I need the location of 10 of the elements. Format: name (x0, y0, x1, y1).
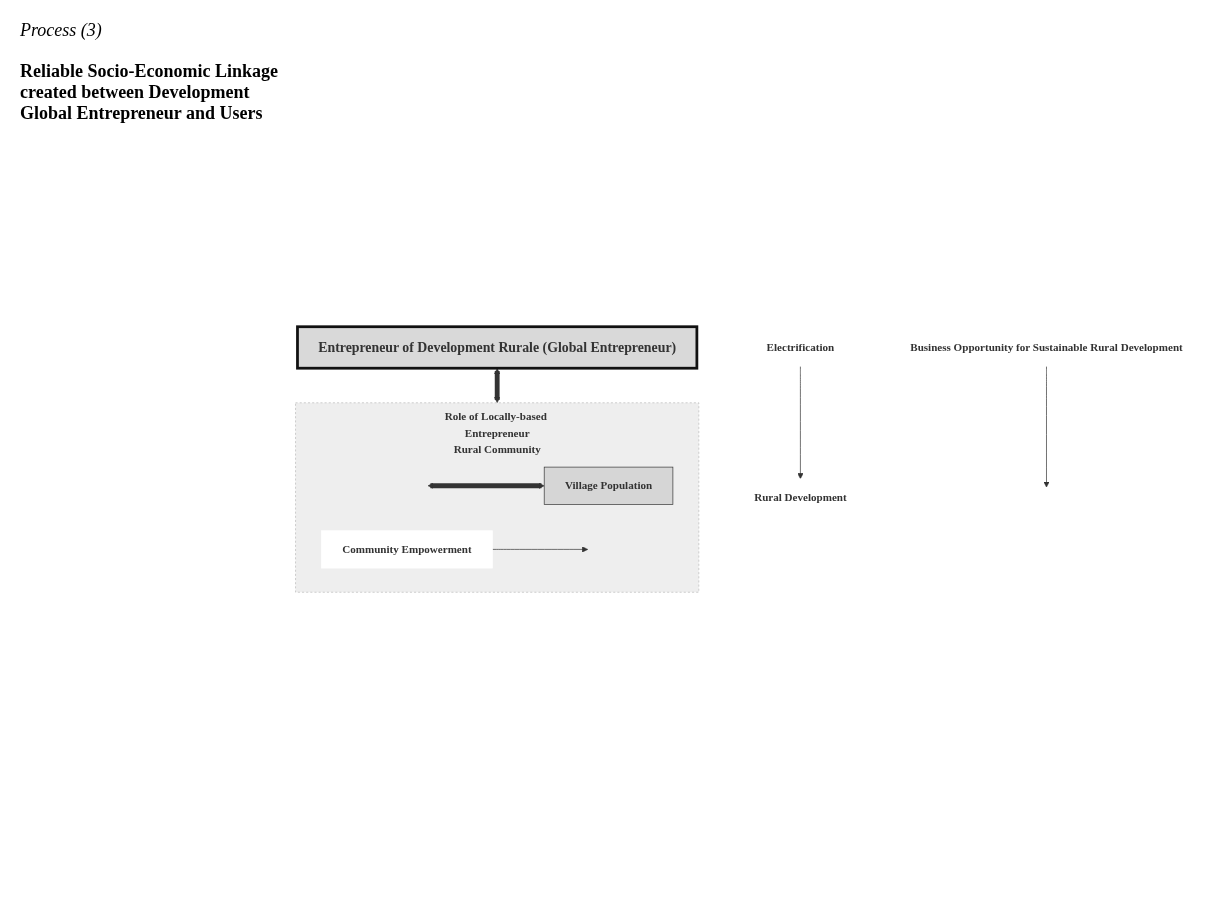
arrow (427, 482, 545, 489)
linkage-note: Reliable Socio-Economic Linkage created between Development Global Entrepreneur and Users (20, 61, 279, 124)
arrow (494, 368, 501, 404)
process-note: Process (3) (20, 20, 103, 41)
node-text: Business Opportunity for Sustainable Rural Development (910, 341, 1183, 353)
node-box: Community Empowerment (321, 530, 493, 569)
node-text: Electrification (766, 341, 835, 353)
node-box: Village Population (543, 466, 674, 505)
node-box: Entrepreneur of Development Rurale (Global Entrepreneur) (296, 325, 699, 370)
node-text: Rural Development (754, 491, 847, 504)
